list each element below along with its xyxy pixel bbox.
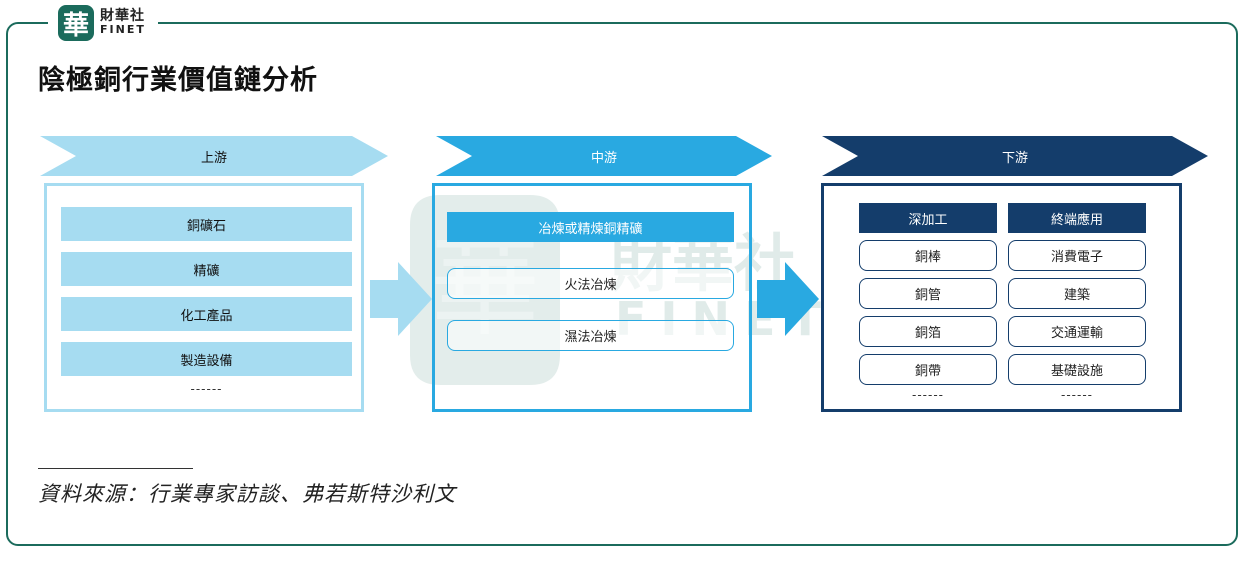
upstream-box: 銅礦石 精礦 化工產品 製造設備 ------ (44, 183, 364, 412)
end-use-item: 消費電子 (1008, 240, 1146, 271)
midstream-label: 中游 (590, 150, 617, 166)
midstream-box: 冶煉或精煉銅精礦 火法冶煉 濕法冶煉 (432, 183, 752, 412)
source-note: 資料來源：行業專家訪談、弗若斯特沙利文 (38, 482, 456, 506)
upstream-more: ------ (190, 382, 223, 396)
upstream-item: 化工產品 (61, 297, 352, 331)
processing-item: 銅棒 (859, 240, 997, 271)
processing-item: 銅管 (859, 278, 997, 309)
processing-header: 深加工 (859, 203, 997, 233)
processing-more: ------ (912, 388, 944, 402)
logo-seal-icon: 華 (58, 5, 94, 41)
flow-arrow-icon (757, 262, 819, 336)
source-divider (38, 468, 193, 469)
midstream-item: 火法冶煉 (447, 268, 734, 299)
end-use-header: 終端應用 (1008, 203, 1146, 233)
midstream-chevron: 中游 (436, 136, 772, 176)
upstream-item: 製造設備 (61, 342, 352, 376)
logo-en-text: FINET (100, 23, 146, 36)
upstream-chevron: 上游 (40, 136, 388, 176)
downstream-chevron: 下游 (822, 136, 1208, 176)
end-use-item: 基礎設施 (1008, 354, 1146, 385)
upstream-item: 精礦 (61, 252, 352, 286)
content-frame (6, 22, 1238, 546)
flow-arrow-icon (370, 262, 432, 336)
processing-item: 銅箔 (859, 316, 997, 347)
processing-item: 銅帶 (859, 354, 997, 385)
downstream-box: 深加工 終端應用 銅棒 銅管 銅箔 銅帶 ------ 消費電子 建築 交通運輸… (821, 183, 1182, 412)
upstream-item: 銅礦石 (61, 207, 352, 241)
upstream-label: 上游 (200, 150, 227, 166)
midstream-header: 冶煉或精煉銅精礦 (447, 212, 734, 242)
midstream-item: 濕法冶煉 (447, 320, 734, 351)
end-use-more: ------ (1061, 388, 1093, 402)
end-use-item: 交通運輸 (1008, 316, 1146, 347)
downstream-label: 下游 (1001, 150, 1028, 166)
finet-logo: 華 財華社 FINET (48, 2, 158, 44)
page-title: 陰極銅行業價值鏈分析 (38, 65, 318, 96)
logo-cn-text: 財華社 (100, 8, 145, 24)
end-use-item: 建築 (1008, 278, 1146, 309)
